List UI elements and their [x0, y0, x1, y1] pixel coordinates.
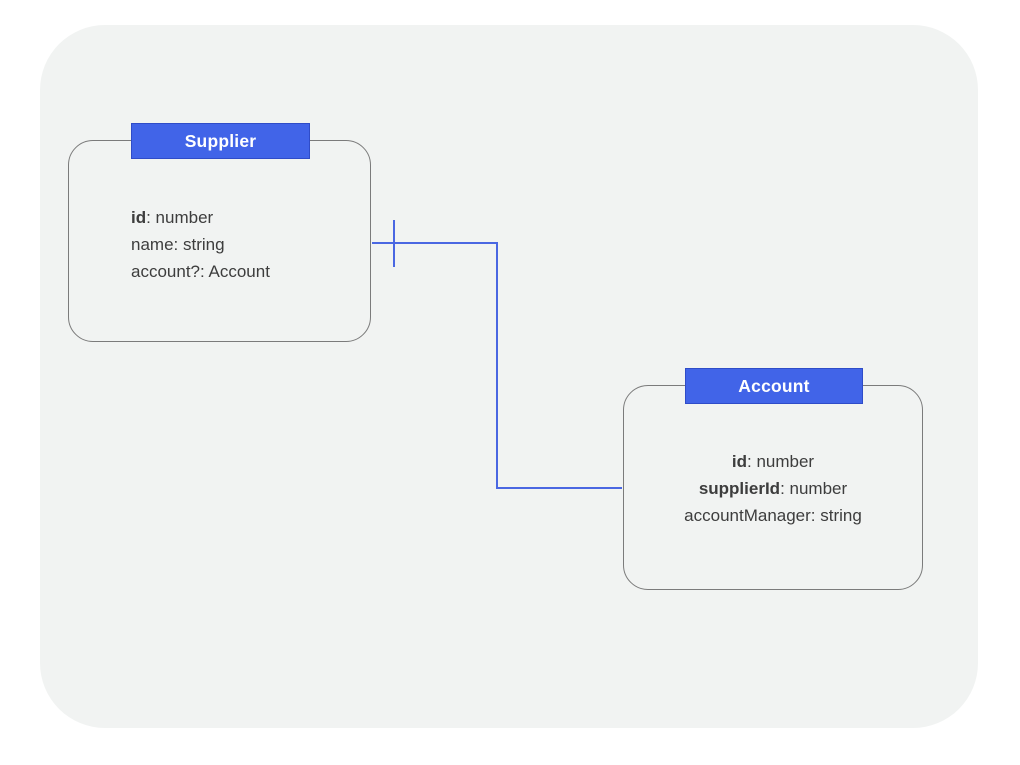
- field-type: : number: [146, 208, 214, 227]
- field-name: account?: [131, 262, 200, 281]
- field-row: supplierId: number: [624, 475, 922, 502]
- entity-account-title: Account: [685, 368, 863, 404]
- entity-supplier-fields: id: number name: string account?: Accoun…: [69, 204, 370, 285]
- field-type: : number: [747, 452, 815, 471]
- diagram-canvas: Supplier id: number name: string account…: [40, 25, 978, 728]
- connector-line: [372, 242, 622, 489]
- entity-supplier-title: Supplier: [131, 123, 310, 159]
- field-row: id: number: [624, 448, 922, 475]
- field-row: id: number: [131, 204, 370, 231]
- field-name: id: [731, 452, 747, 471]
- field-row: accountManager: string: [624, 502, 922, 529]
- field-type: : string: [810, 506, 862, 525]
- field-type: : string: [173, 235, 225, 254]
- field-type: : number: [780, 479, 848, 498]
- field-name: id: [131, 208, 147, 227]
- field-row: name: string: [131, 231, 370, 258]
- entity-account-fields: id: number supplierId: number accountMan…: [624, 448, 922, 529]
- field-name: supplierId: [698, 479, 781, 498]
- field-type: : Account: [200, 262, 270, 281]
- field-name: name: [131, 235, 174, 254]
- field-name: accountManager: [684, 506, 811, 525]
- entity-supplier: Supplier id: number name: string account…: [68, 123, 371, 342]
- field-row: account?: Account: [131, 258, 370, 285]
- entity-account: Account id: number supplierId: number ac…: [623, 368, 923, 590]
